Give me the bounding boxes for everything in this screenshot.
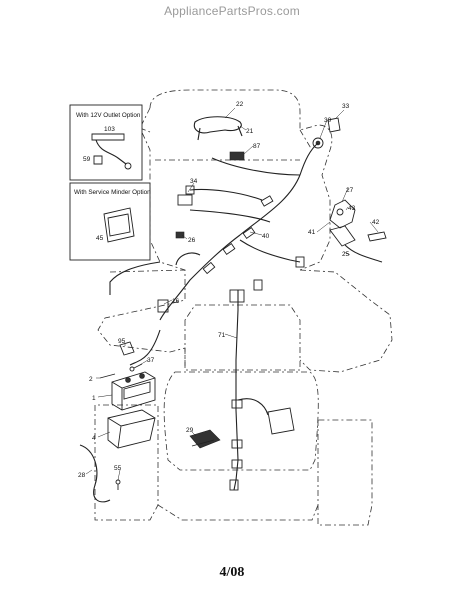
part-16-switch	[157, 299, 169, 313]
chassis-outline-seat	[184, 304, 301, 371]
label-27: 27	[346, 187, 354, 194]
label-43: 43	[348, 205, 356, 212]
label-59: 59	[83, 156, 91, 163]
label-42: 42	[372, 219, 380, 226]
main-harness-branch-b	[211, 157, 301, 176]
part-34-connector	[177, 194, 193, 206]
part-4-tray	[107, 409, 156, 449]
part-22-harness	[193, 116, 243, 141]
watermark: AppliancePartsPros.com	[164, 4, 300, 18]
harness-end-connector	[229, 479, 239, 491]
chassis-outline-cross	[139, 127, 313, 161]
part-42-cable	[367, 231, 387, 242]
wire-28	[79, 444, 111, 503]
part-30-socket	[312, 137, 324, 149]
part-26-connector	[175, 231, 185, 239]
label-26: 26	[188, 237, 196, 244]
part-33-relay	[327, 117, 341, 133]
inset-12v-outlet: With 12V Outlet Option 103 59	[69, 104, 143, 181]
harness-71-side	[237, 398, 269, 416]
harness-connectors	[185, 185, 305, 469]
label-37: 37	[147, 357, 155, 364]
label-1: 1	[92, 395, 96, 402]
main-harness-branch-d	[239, 239, 301, 263]
label-87: 87	[253, 143, 261, 150]
label-95: 95	[118, 338, 126, 345]
harness-to-battery	[129, 329, 161, 366]
main-harness-branch-e	[109, 261, 161, 295]
chassis-outline-bottom	[157, 504, 319, 521]
part-rear-module	[267, 407, 295, 435]
inset-service-minder-title: With Service Minder Option	[74, 189, 151, 196]
label-28: 28	[78, 472, 86, 479]
part-1-battery	[111, 371, 156, 411]
label-33: 33	[342, 103, 350, 110]
page-footer: 4/08	[219, 565, 245, 580]
leader-lines	[85, 107, 379, 481]
wire-25	[344, 244, 383, 263]
label-22: 22	[236, 101, 244, 108]
chassis-outline-deck	[97, 269, 393, 373]
part-29-switch	[189, 429, 221, 449]
label-2: 2	[89, 376, 93, 383]
part-37-bolt	[129, 363, 143, 372]
inset-12v-outlet-title: With 12V Outlet Option	[76, 112, 141, 119]
chassis-outline-hood	[149, 89, 333, 271]
chassis-outline-wheel-right	[317, 419, 373, 526]
part-55-screw	[115, 479, 121, 490]
label-40: 40	[262, 233, 270, 240]
label-30: 30	[324, 117, 332, 124]
label-16: 16	[172, 298, 180, 305]
part-27-43-solenoid	[329, 199, 356, 247]
main-harness-branch-c	[189, 188, 271, 223]
label-45: 45	[96, 235, 104, 242]
main-harness	[159, 174, 301, 321]
label-103: 103	[104, 126, 115, 133]
label-34: 34	[190, 178, 198, 185]
part-87-switch	[229, 151, 245, 161]
main-harness-branch-a	[299, 142, 319, 176]
label-71: 71	[218, 332, 226, 339]
label-55: 55	[114, 465, 122, 472]
label-29: 29	[186, 427, 194, 434]
inset-service-minder: With Service Minder Option 45	[69, 182, 151, 261]
main-harness-branch-f	[175, 252, 201, 266]
chassis-outline-rear	[163, 371, 319, 471]
label-4: 4	[92, 435, 96, 442]
part-2-bolt	[99, 373, 116, 379]
chassis-outline-wheel-left	[94, 404, 159, 521]
label-21: 21	[246, 128, 254, 135]
part-95-clip	[119, 341, 135, 356]
label-41: 41	[308, 229, 316, 236]
label-25: 25	[342, 251, 350, 258]
